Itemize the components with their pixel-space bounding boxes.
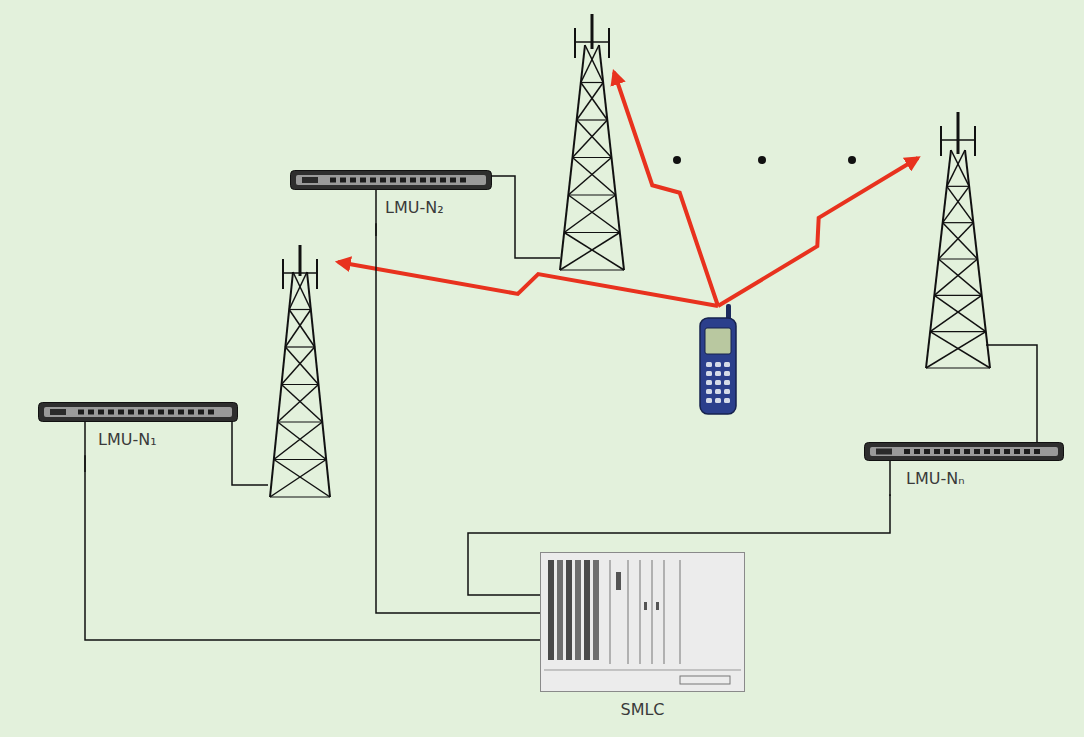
phone-key — [706, 380, 712, 385]
cabinet-graphic — [540, 552, 745, 692]
cable — [85, 455, 540, 640]
phone-key — [706, 389, 712, 394]
lmu-unit: LMU-Nₙ — [864, 442, 1064, 494]
phone-key — [715, 389, 721, 394]
radio-signal — [718, 158, 918, 306]
lmu-unit: LMU-N₁ — [38, 402, 238, 455]
dot — [758, 156, 766, 164]
phone-key — [724, 371, 730, 376]
towers — [270, 14, 990, 497]
rack-unit — [864, 442, 1064, 461]
phone-key — [724, 380, 730, 385]
rack-unit — [290, 170, 492, 190]
lmu-unit: LMU-N₂ — [290, 170, 492, 223]
ellipsis-dots — [673, 156, 856, 164]
cell-tower — [926, 112, 990, 368]
phone-body — [700, 318, 736, 414]
radio-signal — [614, 72, 718, 306]
phone-keypad — [706, 362, 730, 403]
rack-unit — [38, 402, 238, 422]
dot — [673, 156, 681, 164]
phone-key — [715, 371, 721, 376]
unit-label: LMU-N₂ — [385, 198, 444, 217]
wire — [889, 460, 891, 496]
unit-label: LMU-N₁ — [98, 430, 157, 449]
phone-key — [724, 362, 730, 367]
phone-key — [724, 389, 730, 394]
phone-key — [706, 371, 712, 376]
unit-label: SMLC — [620, 700, 664, 719]
mobile-phone — [700, 304, 736, 414]
phone-screen — [705, 328, 731, 354]
cell-tower — [270, 245, 330, 497]
smlc-cabinet: SMLC — [540, 552, 745, 725]
cell-tower — [560, 14, 624, 270]
phone-key — [706, 398, 712, 403]
wire — [232, 410, 268, 485]
phone-key — [706, 362, 712, 367]
phone-key — [724, 398, 730, 403]
wire — [986, 345, 1037, 445]
radio-signal — [338, 262, 718, 306]
phone-key — [715, 398, 721, 403]
phone-key — [715, 380, 721, 385]
unit-label: LMU-Nₙ — [906, 469, 965, 488]
cable — [376, 223, 540, 613]
phone-key — [715, 362, 721, 367]
wire — [492, 176, 560, 258]
dot — [848, 156, 856, 164]
